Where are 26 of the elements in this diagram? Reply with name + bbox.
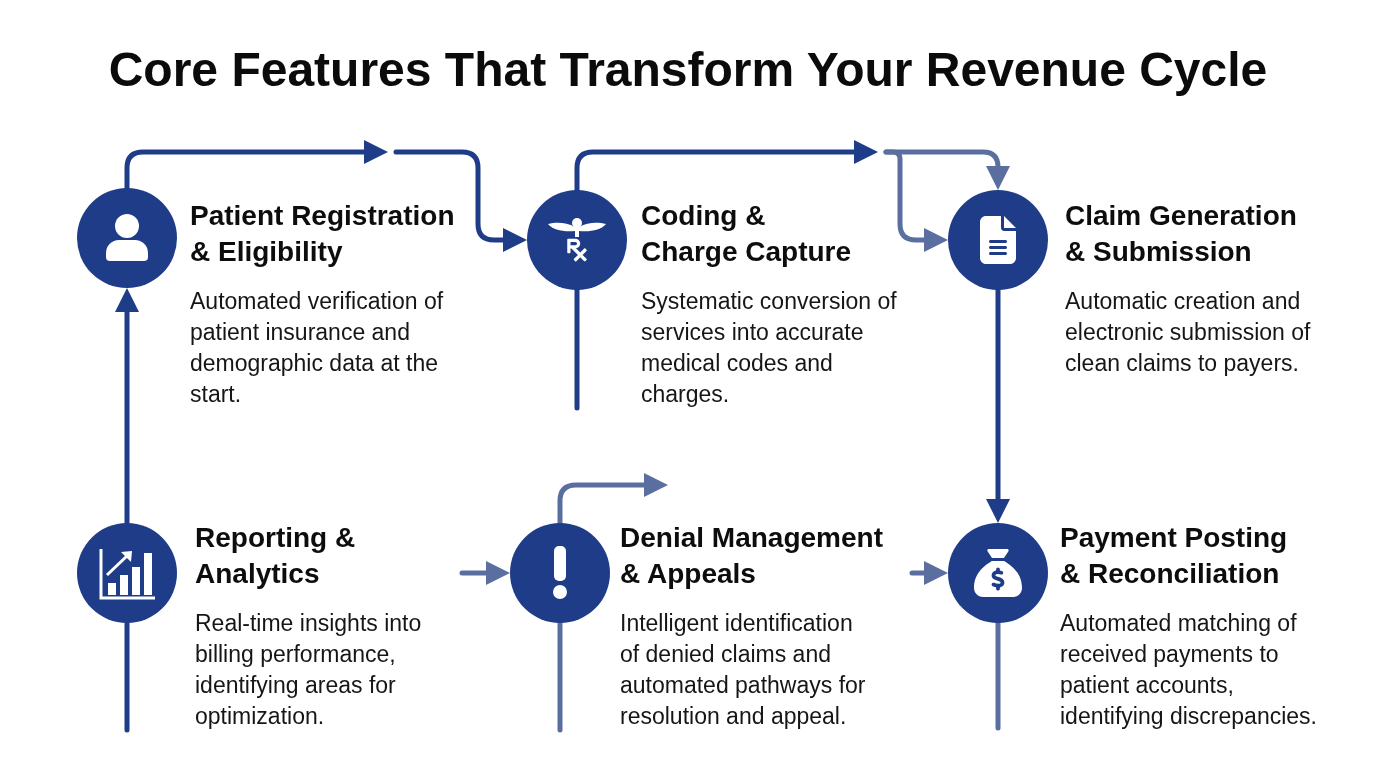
feature-description: Intelligent identification of denied claims and automated pathways for resolution and appeal.: [620, 609, 867, 731]
connector-line: [557, 620, 563, 733]
flow-arrow: [883, 149, 948, 252]
feature-description: Automated verification of patient insurance and demographic data at the start.: [190, 287, 445, 409]
feature-heading: Coding & Charge Capture: [641, 199, 853, 269]
flow-arrow: [124, 140, 388, 191]
connector-line: [995, 620, 1001, 731]
flow-arrow: [909, 561, 948, 585]
flow-arrow: [459, 561, 510, 585]
feature-description: Automatic creation and electronic submission of clean claims to payers.: [1065, 287, 1312, 378]
flow-arrow: [115, 288, 139, 526]
connector-line: [124, 620, 130, 733]
feature-description: Real-time insights into billing performance, identifying areas for optimization.: [195, 609, 423, 731]
flow-arrow: [986, 287, 1010, 523]
feature-description: Automated matching of received payments to patient accounts, identifying discrepancies.: [1060, 609, 1318, 731]
flow-arrow: [557, 473, 668, 526]
flow-arrow: [393, 149, 527, 252]
feature-heading: Patient Registration & Eligibility: [190, 199, 456, 269]
feature-heading: Claim Generation & Submission: [1065, 199, 1298, 269]
feature-description: Systematic conversion of services into accurate medical codes and charges.: [641, 287, 898, 409]
feature-heading: Payment Posting & Reconciliation: [1060, 521, 1289, 591]
flow-arrow: [574, 140, 878, 193]
feature-heading: Reporting & Analytics: [195, 521, 357, 591]
connector-line: [574, 287, 580, 411]
diagram-title: Core Features That Transform Your Revenue Cycle: [108, 42, 1268, 98]
feature-heading: Denial Management & Appeals: [620, 521, 884, 591]
